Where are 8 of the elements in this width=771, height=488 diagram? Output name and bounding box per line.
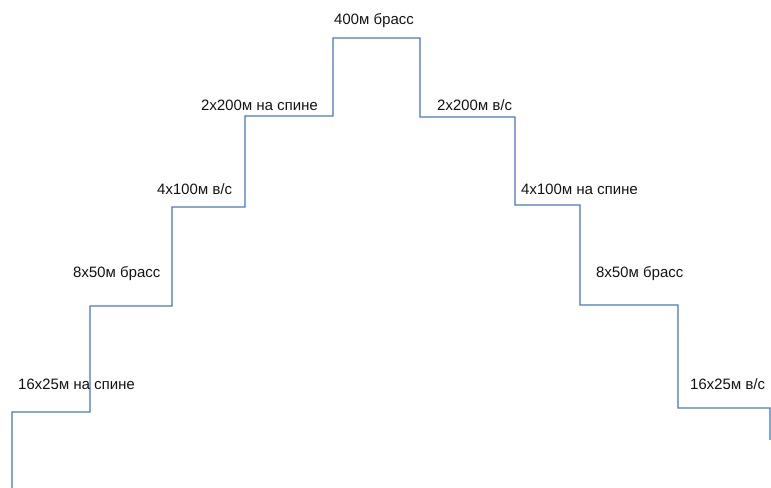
step-label: 400м брасс (334, 11, 414, 29)
step-label: 4х100м на спине (521, 181, 638, 199)
step-label: 2х200м в/с (437, 97, 512, 115)
step-label: 2х200м на спине (201, 97, 318, 115)
step-label: 4х100м в/с (157, 181, 232, 199)
step-label: 16х25м в/с (690, 376, 765, 394)
step-label: 8х50м брасс (73, 264, 160, 282)
step-label: 8х50м брасс (596, 264, 684, 282)
